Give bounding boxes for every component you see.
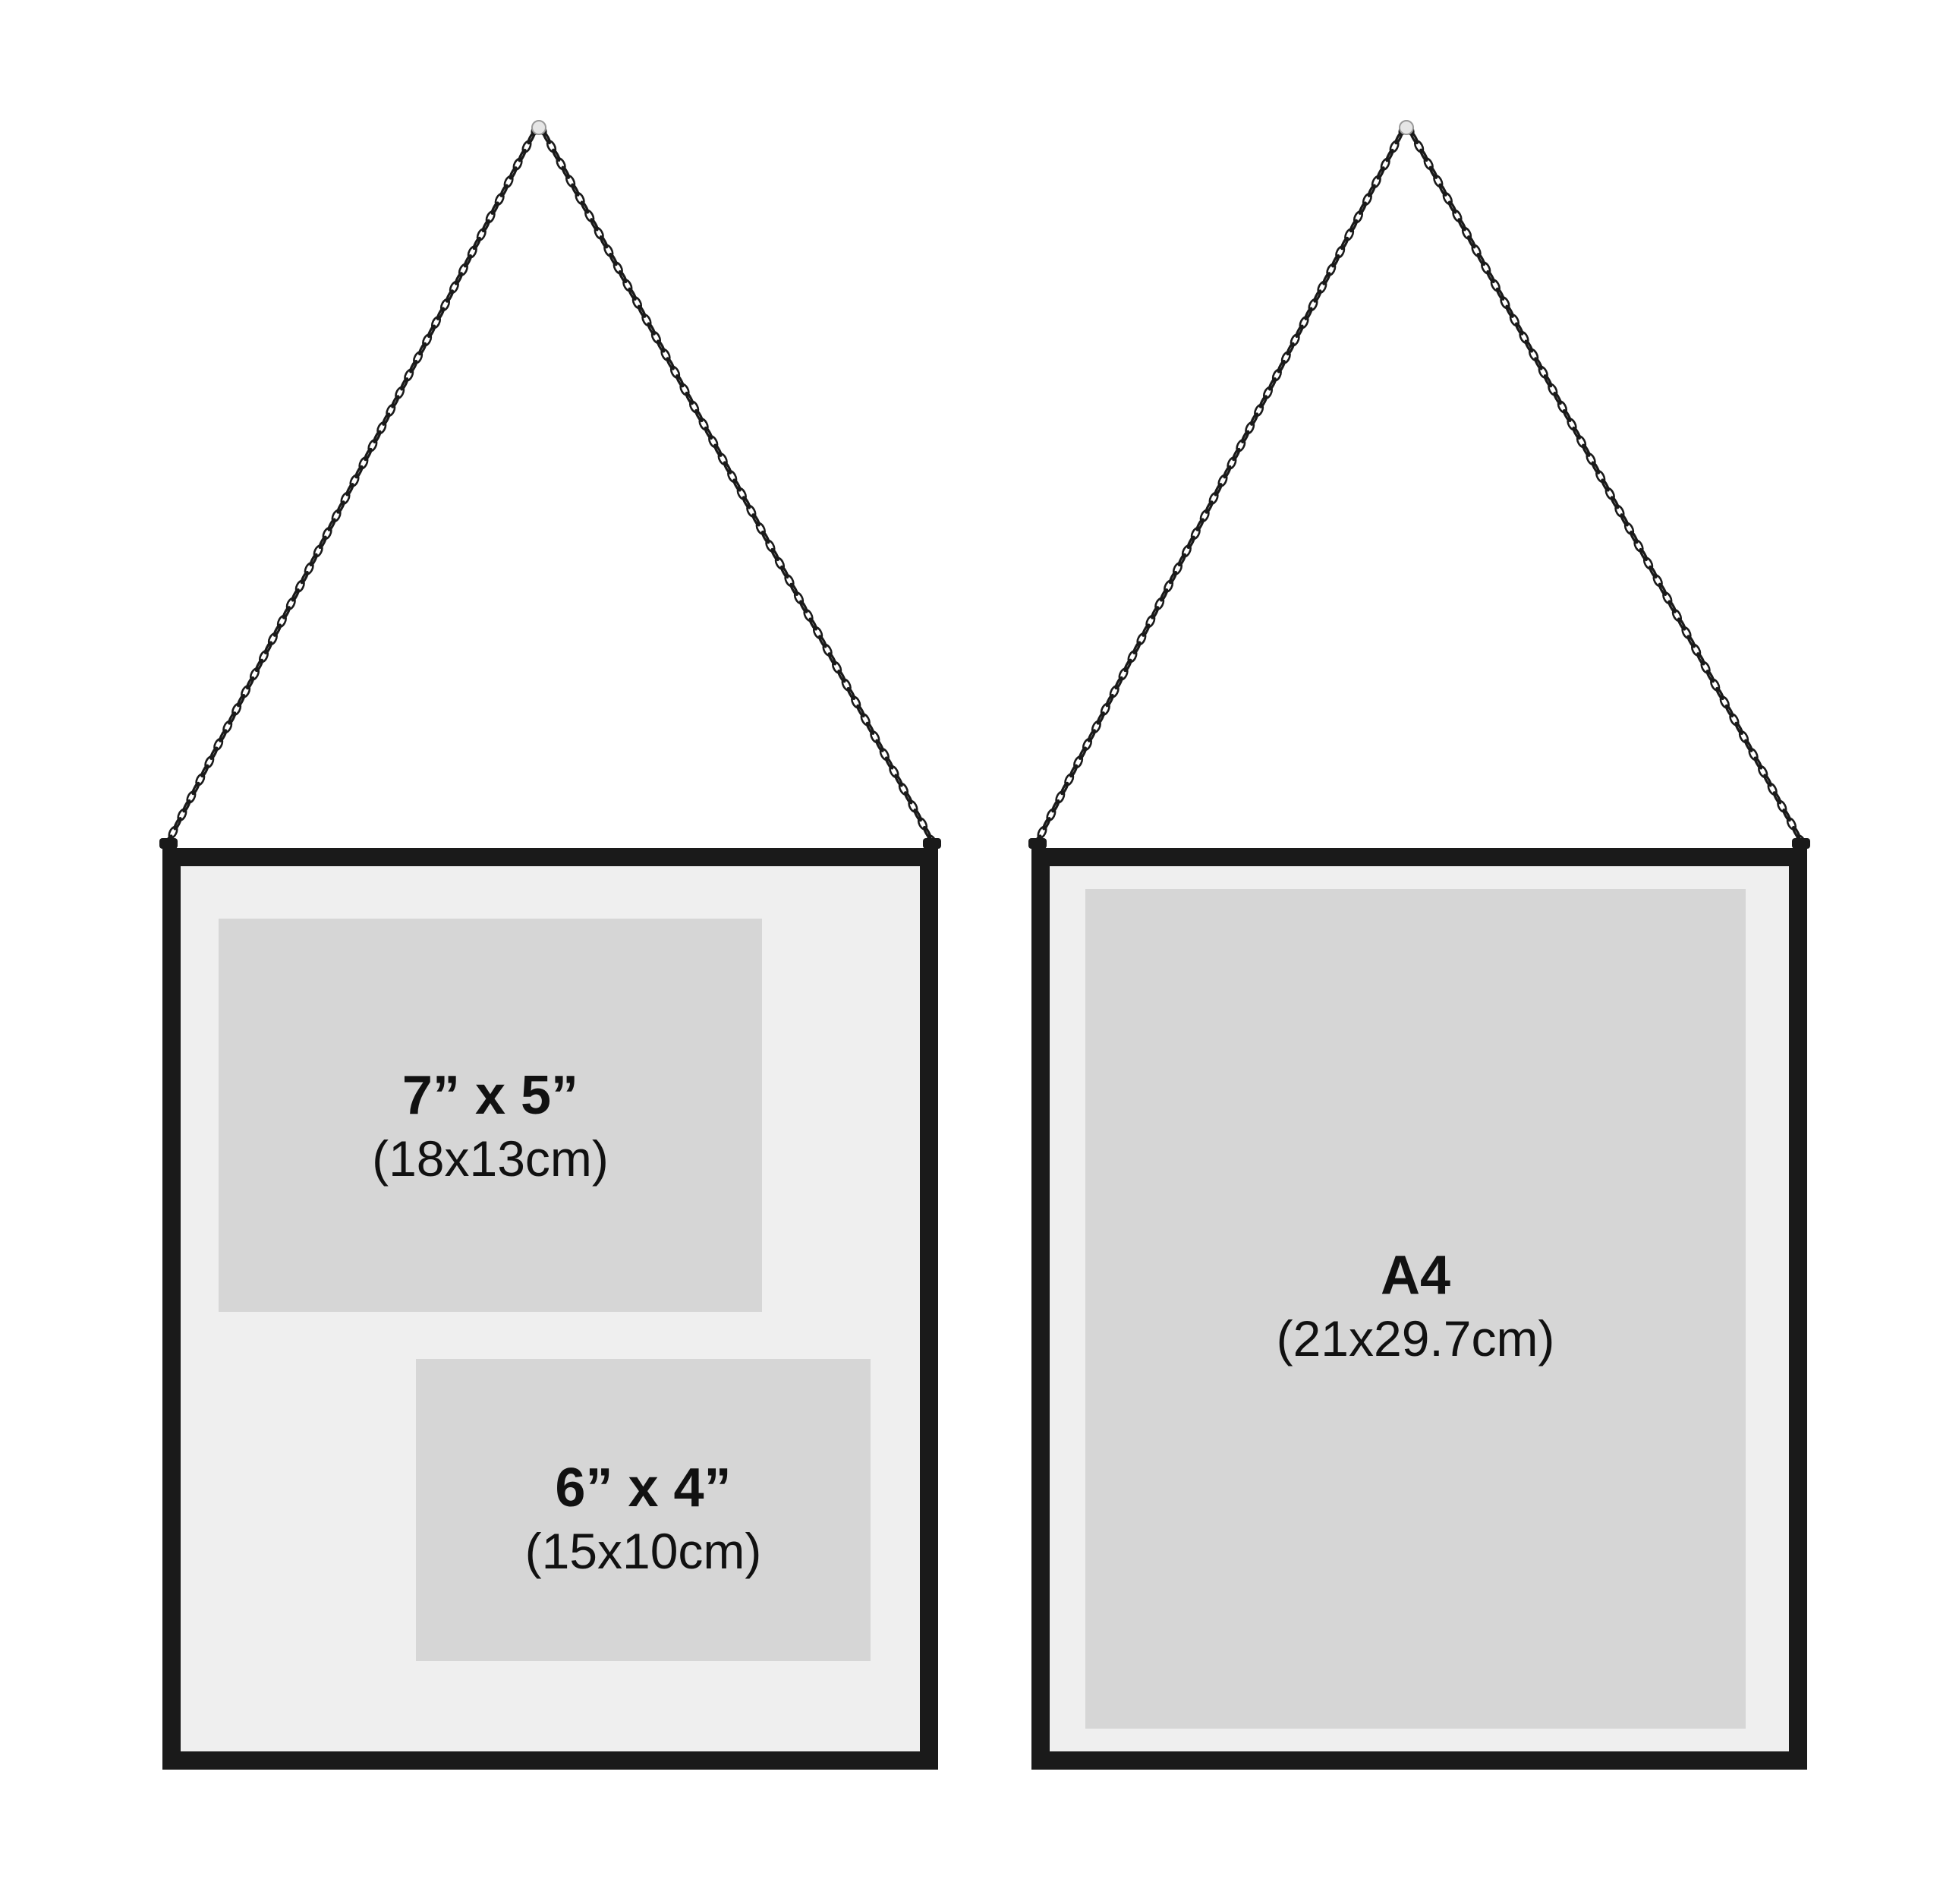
- photo-slot-a4: A4 (21x29.7cm): [1085, 889, 1746, 1729]
- chain-clip: [1792, 838, 1810, 849]
- chain-clip: [923, 838, 941, 849]
- photo-slot-7x5: 7” x 5” (18x13cm): [219, 919, 762, 1312]
- hanging-frame-a4: A4 (21x29.7cm): [1031, 848, 1807, 1770]
- slot-size-label: A4: [1380, 1245, 1451, 1307]
- slot-size-label: 6” x 4”: [555, 1458, 732, 1519]
- slot-size-metric: (21x29.7cm): [1276, 1310, 1555, 1367]
- slot-size-label: 7” x 5”: [402, 1065, 579, 1127]
- chain-left-frame-right-side: [537, 122, 937, 848]
- chain-clip: [159, 838, 178, 849]
- slot-size-metric: (18x13cm): [372, 1130, 609, 1187]
- chain-right-frame-right-side: [1404, 122, 1806, 848]
- hook-right-frame: [1399, 120, 1414, 135]
- slot-size-metric: (15x10cm): [524, 1522, 762, 1579]
- chain-clip: [1028, 838, 1047, 849]
- chain-left-frame-left-side: [164, 122, 541, 848]
- hanging-frame-double: 7” x 5” (18x13cm) 6” x 4” (15x10cm): [162, 848, 938, 1770]
- photo-slot-6x4: 6” x 4” (15x10cm): [416, 1359, 871, 1661]
- hook-left-frame: [531, 120, 546, 135]
- chain-right-frame-left-side: [1033, 122, 1409, 848]
